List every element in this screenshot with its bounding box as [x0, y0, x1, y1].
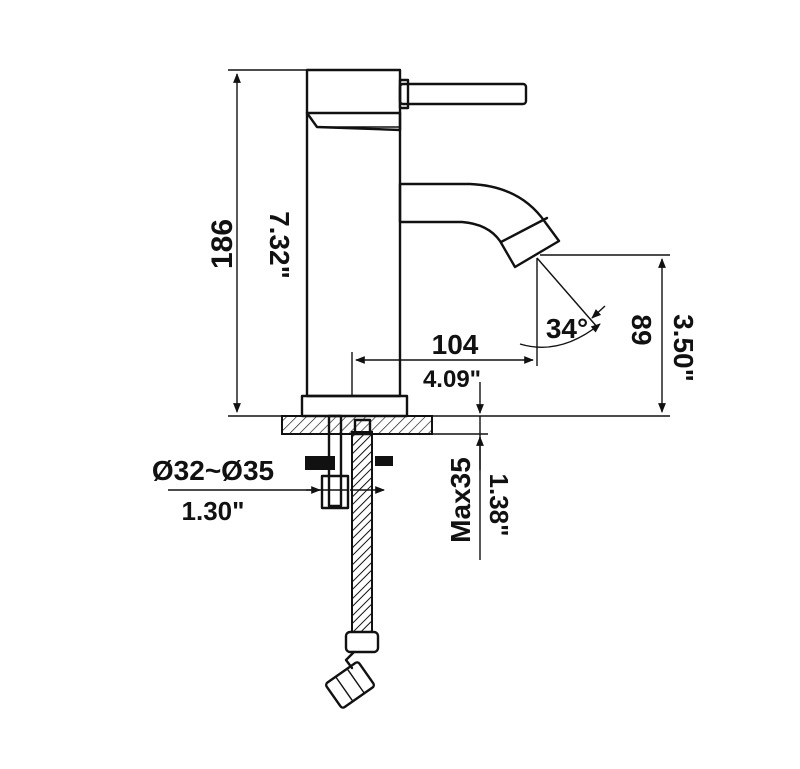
base-flange	[300, 394, 409, 418]
total-height-dimension: 186 7.32"	[206, 69, 307, 417]
faucet-body	[305, 68, 402, 398]
spout-height-dimension: 89 3.50"	[407, 254, 699, 417]
spout-angle-dimension: 34°	[519, 257, 606, 348]
max-deck-mm-label: Max35	[445, 457, 476, 543]
reach-in-label: 4.09"	[423, 366, 481, 393]
spout	[398, 182, 561, 269]
braided-hose	[324, 418, 380, 709]
spout-angle-label: 34°	[546, 313, 588, 344]
hole-diameter-mm-label: Ø32~Ø35	[152, 455, 274, 486]
hole-diameter-dimension: Ø32~Ø35 1.30"	[152, 455, 385, 526]
hole-diameter-in-label: 1.30"	[182, 496, 245, 526]
mounting-nut	[305, 456, 393, 470]
max-deck-in-label: 1.38"	[484, 474, 514, 537]
reach-dimension: 104 4.09"	[351, 258, 538, 396]
spout-height-mm-label: 89	[626, 314, 657, 345]
total-height-in-label: 7.32"	[264, 211, 295, 279]
handle-lever	[398, 78, 528, 110]
total-height-mm-label: 186	[206, 219, 239, 269]
max-deck-dimension: Max35 1.38"	[432, 382, 514, 560]
spout-height-in-label: 3.50"	[668, 314, 699, 382]
reach-mm-label: 104	[432, 329, 479, 360]
